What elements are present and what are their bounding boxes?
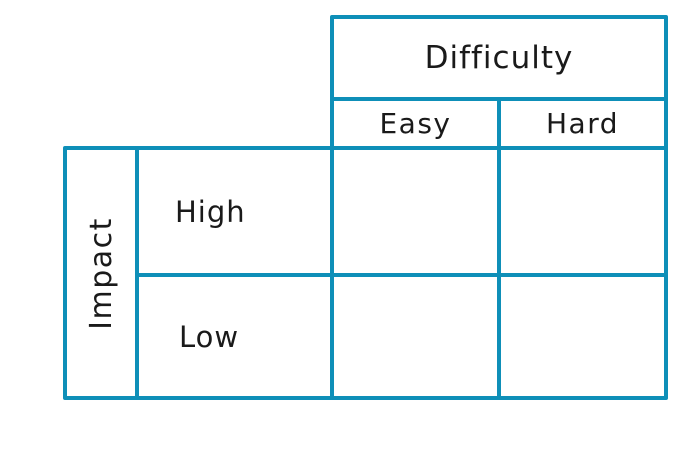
column-header-easy: Easy (379, 107, 452, 140)
difficulty-header-table: Difficulty Easy Hard (330, 15, 668, 150)
cell-low-hard (501, 277, 664, 396)
column-group-label: Difficulty (424, 40, 574, 76)
cell-high-easy (334, 150, 497, 273)
column-header-hard: Hard (545, 107, 619, 140)
row-group-label-cell: Impact (67, 150, 135, 396)
high-low-divider-line (135, 273, 664, 277)
matrix-body-table: Impact High Low (63, 146, 668, 400)
cell-high-hard (501, 150, 664, 273)
row-header-low: Low (179, 319, 240, 354)
row-header-high: High (175, 194, 246, 229)
cell-low-easy (334, 277, 497, 396)
header-row-divider-line (334, 97, 664, 101)
row-group-label: Impact (83, 216, 119, 330)
easy-hard-divider-line (497, 101, 501, 146)
